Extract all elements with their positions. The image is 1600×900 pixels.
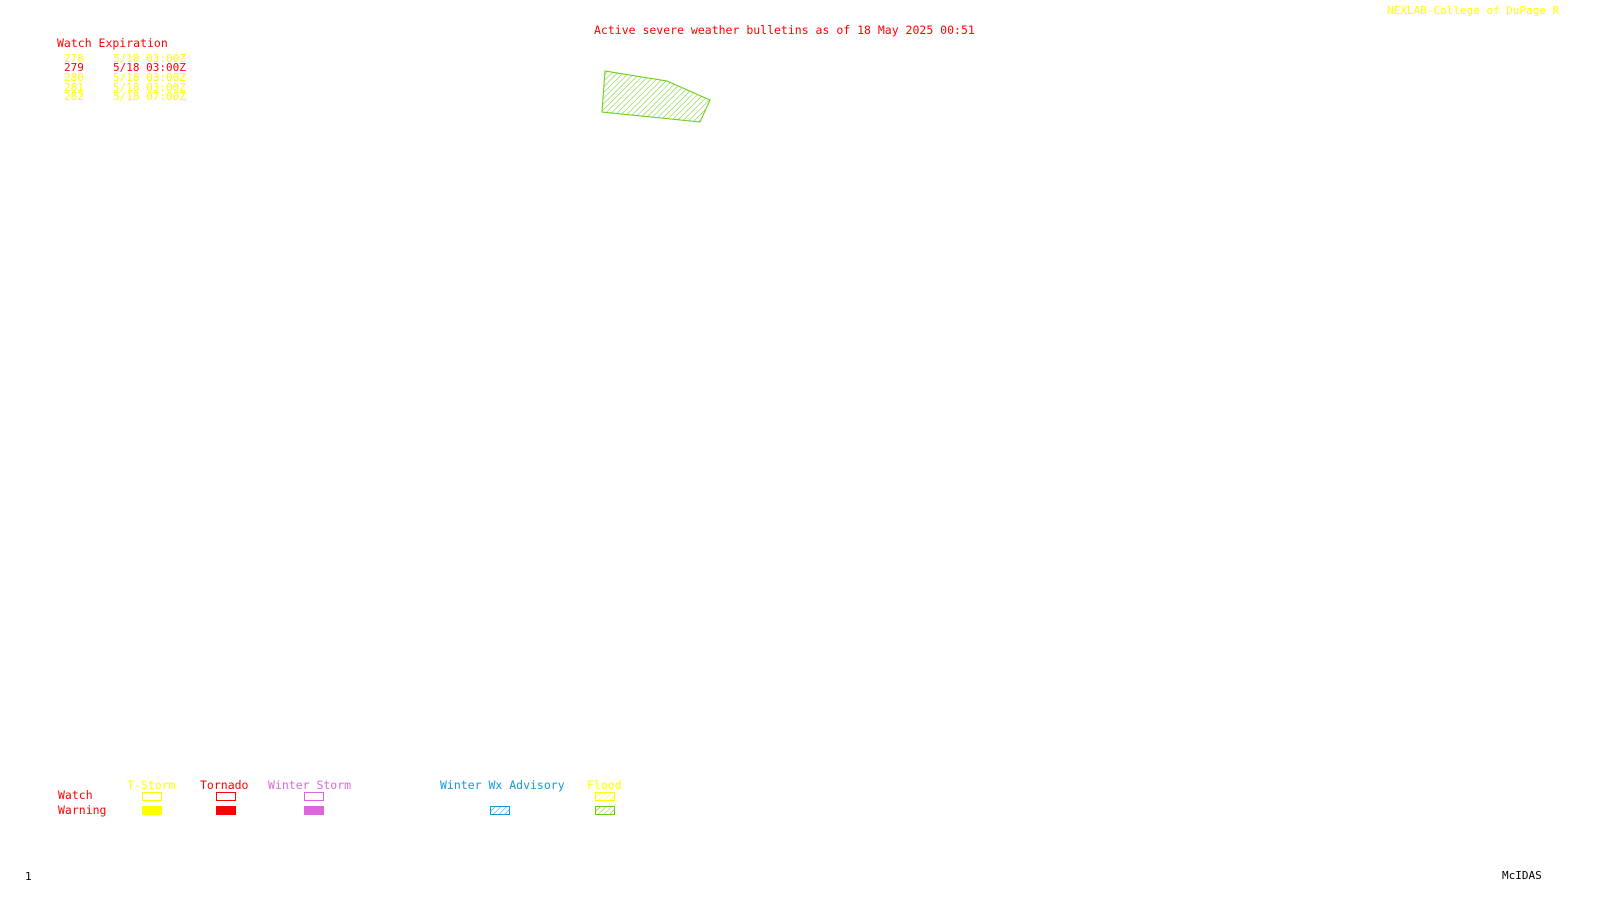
watch-time: 5/18 03:00Z	[113, 81, 186, 94]
watch-time: 5/18 03:00Z	[113, 52, 186, 65]
legend-winter-storm-watch-swatch	[304, 792, 324, 801]
legend-tornado-warning-swatch	[216, 806, 236, 815]
legend-winter-wx-advisory-swatch	[490, 806, 510, 815]
watch-id: 281	[64, 81, 84, 94]
legend-tornado-label: Tornado	[200, 778, 249, 792]
legend-tornado-watch-swatch	[216, 792, 236, 801]
watch-id: 278	[64, 52, 84, 65]
legend-winter-storm-label: Winter Storm	[268, 778, 352, 792]
legend-flood-watch-swatch	[595, 792, 615, 801]
watch-time: 5/18 03:00Z	[113, 61, 186, 74]
software-label: McIDAS	[1502, 869, 1542, 882]
watch-id: 282	[64, 90, 84, 103]
legend-winter-storm-warning-swatch	[304, 806, 324, 815]
bulletin-title: Active severe weather bulletins as of 18…	[594, 23, 975, 37]
legend-winter-wx-advisory-label: Winter Wx Advisory	[440, 778, 565, 792]
watch-time: 5/18 07:00Z	[113, 90, 186, 103]
watch-id: 280	[64, 71, 84, 84]
legend-warning-label: Warning	[58, 803, 107, 817]
legend-watch-label: Watch	[58, 788, 93, 802]
watch-expiration-title: Watch Expiration	[57, 36, 168, 50]
watch-time: 5/18 03:00Z	[113, 71, 186, 84]
frame-number: 1	[25, 870, 32, 883]
credit-label: NEXLAB-College of DuPage R	[1387, 4, 1560, 17]
legend-tstorm-watch-swatch	[142, 792, 162, 801]
legend-tstorm-label: T-Storm	[127, 778, 176, 792]
flood-warning-polygon	[601, 70, 711, 123]
legend-flood-warning-swatch	[595, 806, 615, 815]
watch-id: 279	[64, 61, 84, 74]
legend-tstorm-warning-swatch	[142, 806, 162, 815]
legend-flood-label: Flood	[587, 778, 622, 792]
